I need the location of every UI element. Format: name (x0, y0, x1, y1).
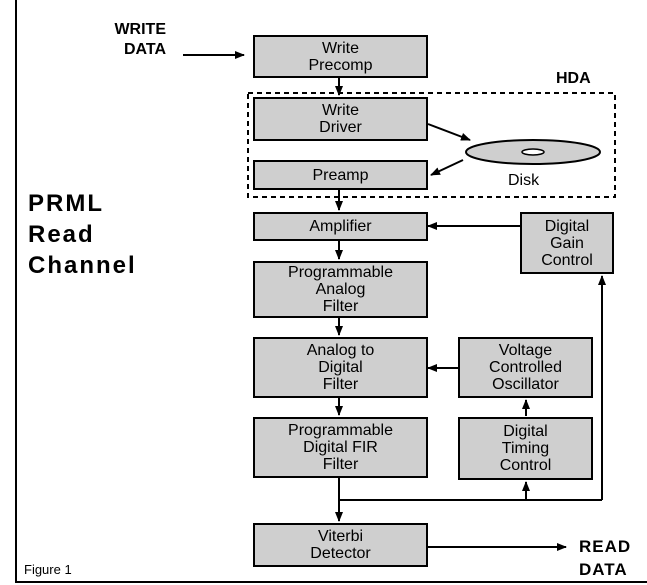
figure-frame (15, 0, 647, 583)
analog-to-digital-filter-block: Analog to Digital Filter (253, 337, 428, 398)
write-driver-block: Write Driver (253, 97, 428, 141)
digital-gain-control-block: Digital Gain Control (520, 212, 614, 274)
digital-timing-control-block: Digital Timing Control (458, 417, 593, 480)
figure-caption: Figure 1 (24, 562, 72, 577)
amplifier-block: Amplifier (253, 212, 428, 241)
arrow-disk-to-preamp (430, 159, 464, 176)
read-data-label: READ DATA (579, 537, 632, 579)
write-precomp-block: Write Precomp (253, 35, 428, 78)
hda-label: HDA (556, 70, 591, 87)
programmable-analog-filter-block: Programmable Analog Filter (253, 261, 428, 318)
disk-label: Disk (508, 172, 540, 189)
write-data-label: WRITE DATA (114, 21, 166, 58)
prml-read-channel-title: PRML Read Channel (28, 190, 137, 279)
preamp-block: Preamp (253, 160, 428, 190)
programmable-digital-fir-filter-block: Programmable Digital FIR Filter (253, 417, 428, 478)
hda-region (247, 92, 616, 198)
viterbi-detector-block: Viterbi Detector (253, 523, 428, 567)
arrow-driver-to-disk (427, 123, 471, 141)
voltage-controlled-oscillator-block: Voltage Controlled Oscillator (458, 337, 593, 398)
disk-icon (465, 139, 601, 165)
